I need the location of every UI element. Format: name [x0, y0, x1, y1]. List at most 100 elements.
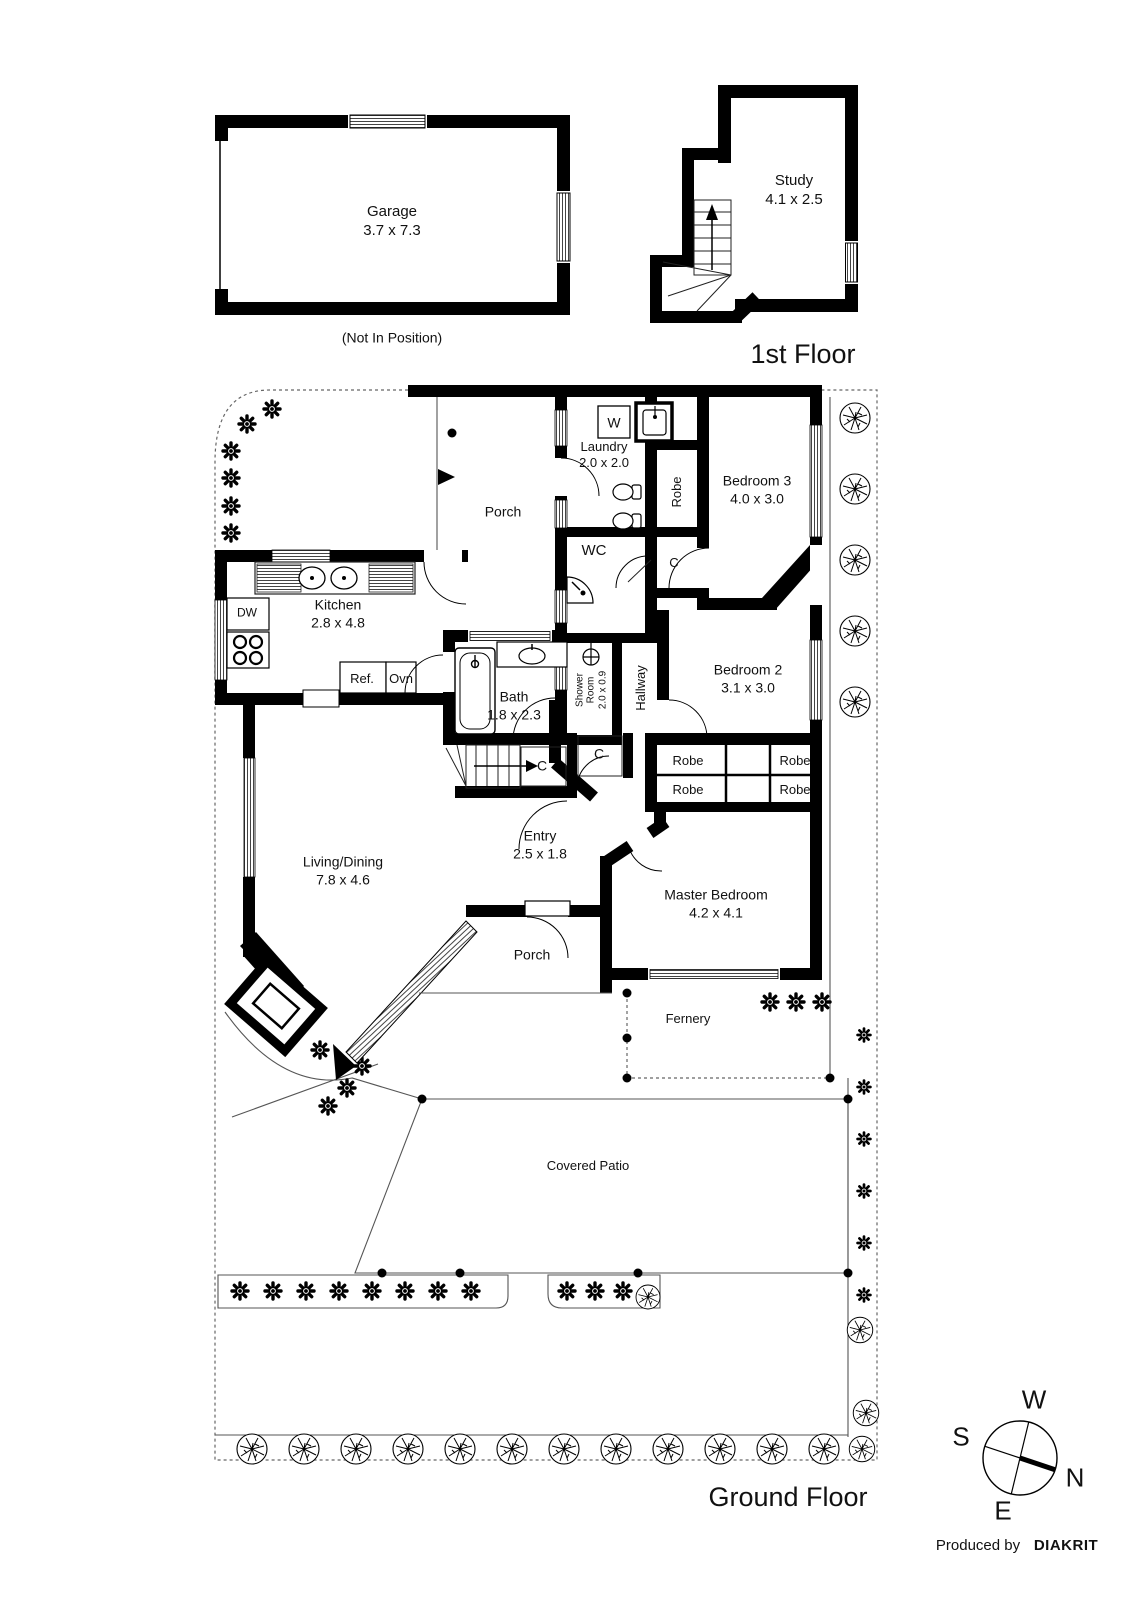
- living-door-upper: [512, 697, 556, 741]
- label-laundry-name: Laundry: [580, 438, 628, 454]
- label-study-name: Study: [774, 171, 814, 189]
- cupboard-2-outline: [520, 746, 567, 787]
- label-robe-bed3: Robe: [668, 476, 684, 508]
- label-first-floor-title: 1st Floor: [750, 339, 856, 370]
- label-covered-patio: Covered Patio: [546, 1157, 630, 1173]
- label-compass-e: E: [994, 1495, 1012, 1526]
- bedroom2-window: [809, 639, 823, 721]
- label-entry-dims: 2.5 x 1.8: [513, 845, 567, 862]
- label-compass-w: W: [1021, 1384, 1047, 1415]
- label-bedroom2-name: Bedroom 2: [713, 661, 783, 678]
- label-robe-r1c1: Robe: [672, 752, 704, 768]
- label-garage-note: (Not In Position): [341, 329, 443, 346]
- label-robe-r2c2: Robe: [779, 781, 811, 797]
- label-porch-top: Porch: [484, 503, 522, 520]
- flower-bed-left: [217, 1274, 509, 1309]
- label-shower-room-1: Shower: [574, 673, 586, 707]
- label-master-dims: 4.2 x 4.1: [689, 904, 743, 921]
- label-garage-name: Garage: [366, 202, 418, 220]
- study-outline: [650, 85, 858, 323]
- label-cupboard-1: C: [669, 554, 679, 570]
- bedroom3-window: [809, 424, 823, 538]
- compass-icon: [982, 1420, 1058, 1496]
- shower-rose-icon: [582, 633, 600, 666]
- label-wc: WC: [581, 541, 607, 559]
- label-fernery: Fernery: [665, 1010, 711, 1026]
- master-window: [649, 969, 779, 979]
- kitchen-hatch-window: [302, 689, 340, 708]
- fridge-icon: [339, 661, 387, 694]
- label-bedroom2-dims: 3.1 x 3.0: [721, 679, 775, 696]
- flower-bed-right: [547, 1274, 661, 1309]
- kitchen-sink-bench-icon: [254, 561, 416, 595]
- label-kitchen-name: Kitchen: [314, 596, 362, 613]
- label-cupboard-3: C: [593, 745, 605, 762]
- label-robe-r1c2: Robe: [779, 752, 811, 768]
- label-shower-room-2: Room: [585, 676, 597, 704]
- label-bath-dims: 1.8 x 2.3: [487, 706, 541, 723]
- label-robe-r2c1: Robe: [672, 781, 704, 797]
- label-kitchen-dims: 2.8 x 4.8: [311, 614, 365, 631]
- bath-door: [404, 654, 444, 694]
- label-washer: W: [607, 414, 621, 431]
- label-porch-bottom: Porch: [513, 946, 551, 963]
- label-bedroom3-name: Bedroom 3: [722, 472, 792, 489]
- ground-stairs-icon: [445, 744, 538, 789]
- bath-window: [469, 631, 551, 641]
- dishwasher-icon: [226, 597, 270, 631]
- stairs-up-icon: [662, 199, 732, 312]
- compass-north-pointer: [1019, 1455, 1056, 1473]
- washing-machine-icon: [597, 405, 631, 439]
- label-cupboard-2: C: [536, 757, 548, 774]
- label-hallway: Hallway: [632, 665, 648, 711]
- house-walls: [214, 385, 823, 1080]
- patio-posts: [377, 428, 853, 1278]
- living-door-lower: [518, 800, 568, 850]
- garage-window-top: [349, 114, 426, 129]
- living-bay-window-band: [345, 920, 478, 1064]
- label-living-name: Living/Dining: [302, 853, 384, 870]
- label-credit-prefix: Produced by: [935, 1536, 1021, 1554]
- label-dishwasher: DW: [237, 605, 257, 620]
- bedroom3-door: [668, 547, 710, 589]
- front-door: [524, 900, 571, 959]
- label-study-dims: 4.1 x 2.5: [765, 190, 823, 208]
- kitchen-porch-door: [423, 561, 467, 605]
- study-window: [845, 242, 858, 283]
- cupboard-1-door: [627, 559, 652, 583]
- path-arrow-icon: [438, 469, 455, 485]
- label-credit-brand: DIAKRIT: [1033, 1536, 1099, 1554]
- fixtures: [226, 401, 674, 789]
- fireplace-bay: [224, 932, 356, 1080]
- vanity-icon: [496, 641, 568, 668]
- label-shower-room-dims: 2.0 x 0.9: [597, 670, 609, 710]
- oven-icon: [385, 661, 417, 694]
- label-compass-n: N: [1065, 1462, 1085, 1493]
- laundry-door: [560, 457, 600, 497]
- door-swings: [404, 457, 710, 959]
- bathtub-icon: [454, 647, 496, 735]
- label-oven: Ovn: [389, 670, 413, 686]
- cooktop-icon: [226, 631, 270, 669]
- wc-door: [615, 555, 649, 589]
- label-master-name: Master Bedroom: [664, 886, 768, 903]
- label-living-dims: 7.8 x 4.6: [316, 871, 370, 888]
- wc-basin-icon: [566, 576, 594, 604]
- cupboard-3-outline: [577, 735, 623, 777]
- label-garage-dims: 3.7 x 7.3: [363, 221, 421, 239]
- label-bath-name: Bath: [499, 688, 529, 705]
- label-fridge: Ref.: [350, 670, 374, 686]
- bedroom2-door: [668, 699, 708, 739]
- label-ground-floor-title: Ground Floor: [708, 1482, 868, 1513]
- label-laundry-dims: 2.0 x 2.0: [579, 454, 629, 470]
- label-bedroom3-dims: 4.0 x 3.0: [730, 490, 784, 507]
- master-door: [628, 847, 663, 872]
- garage-outline: [215, 113, 572, 315]
- label-entry-name: Entry: [523, 827, 557, 844]
- hall-door: [576, 755, 610, 789]
- laundry-trough-icon: [634, 401, 674, 443]
- garage-window-right: [556, 192, 571, 262]
